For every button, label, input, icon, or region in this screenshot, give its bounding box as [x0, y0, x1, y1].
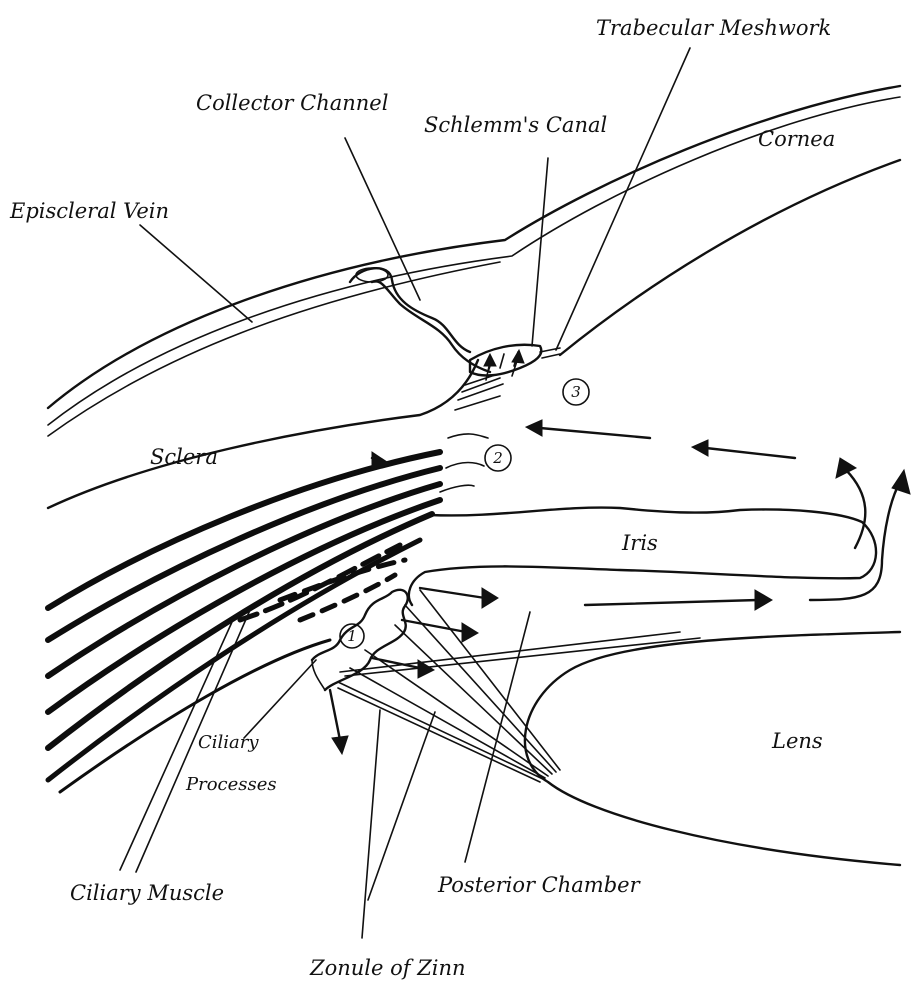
- label-cornea: Cornea: [758, 127, 835, 151]
- label-ciliary-muscle: Ciliary Muscle: [70, 881, 224, 905]
- label-collector-channel: Collector Channel: [196, 91, 388, 115]
- sclera-inner-line: [48, 360, 478, 508]
- label-schlemms-canal: Schlemm's Canal: [424, 113, 607, 137]
- ciliary-muscle-dashes: [240, 545, 405, 620]
- label-episcleral-vein: Episcleral Vein: [9, 199, 169, 223]
- arrow-7: [836, 458, 865, 548]
- marker-2-text: 2: [492, 449, 503, 467]
- label-lens: Lens: [771, 729, 823, 753]
- leader-posterior-chamber: [465, 612, 530, 862]
- schlemms-canal: [470, 345, 541, 376]
- cornea-inner-line: [560, 160, 900, 355]
- label-zonule-of-zinn: Zonule of Zinn: [309, 956, 466, 980]
- label-ciliary-processes-line2: Processes: [185, 774, 277, 795]
- flow-arrows: [330, 350, 910, 754]
- trabecular-meshwork: [455, 348, 560, 410]
- iris-shape: [409, 434, 876, 605]
- label-sclera: Sclera: [150, 445, 218, 469]
- zonule-fibers: [338, 590, 700, 782]
- label-trabecular-meshwork: Trabecular Meshwork: [596, 16, 831, 40]
- arrow-12: [512, 350, 524, 376]
- leader-schlemms-canal: [532, 158, 548, 346]
- lens-shape: [525, 632, 900, 865]
- label-posterior-chamber: Posterior Chamber: [437, 873, 642, 897]
- label-iris: Iris: [621, 531, 658, 555]
- arrow-4: [372, 658, 434, 678]
- marker-3: 3: [563, 379, 589, 405]
- diagram-labels: Trabecular Meshwork Collector Channel Sc…: [9, 16, 835, 980]
- collector-channel: [350, 268, 490, 372]
- marker-3-text: 3: [571, 383, 581, 401]
- label-ciliary-processes-line1: Ciliary: [198, 732, 259, 753]
- arrow-8: [692, 440, 795, 458]
- arrow-9: [526, 420, 650, 438]
- arrow-3: [402, 620, 478, 642]
- leader-zonule-1: [362, 710, 380, 938]
- marker-2: 2: [485, 445, 511, 471]
- arrow-1: [330, 690, 348, 754]
- marker-1-text: 1: [347, 627, 357, 645]
- arrow-5: [585, 590, 772, 610]
- leader-episcleral-vein: [140, 225, 252, 322]
